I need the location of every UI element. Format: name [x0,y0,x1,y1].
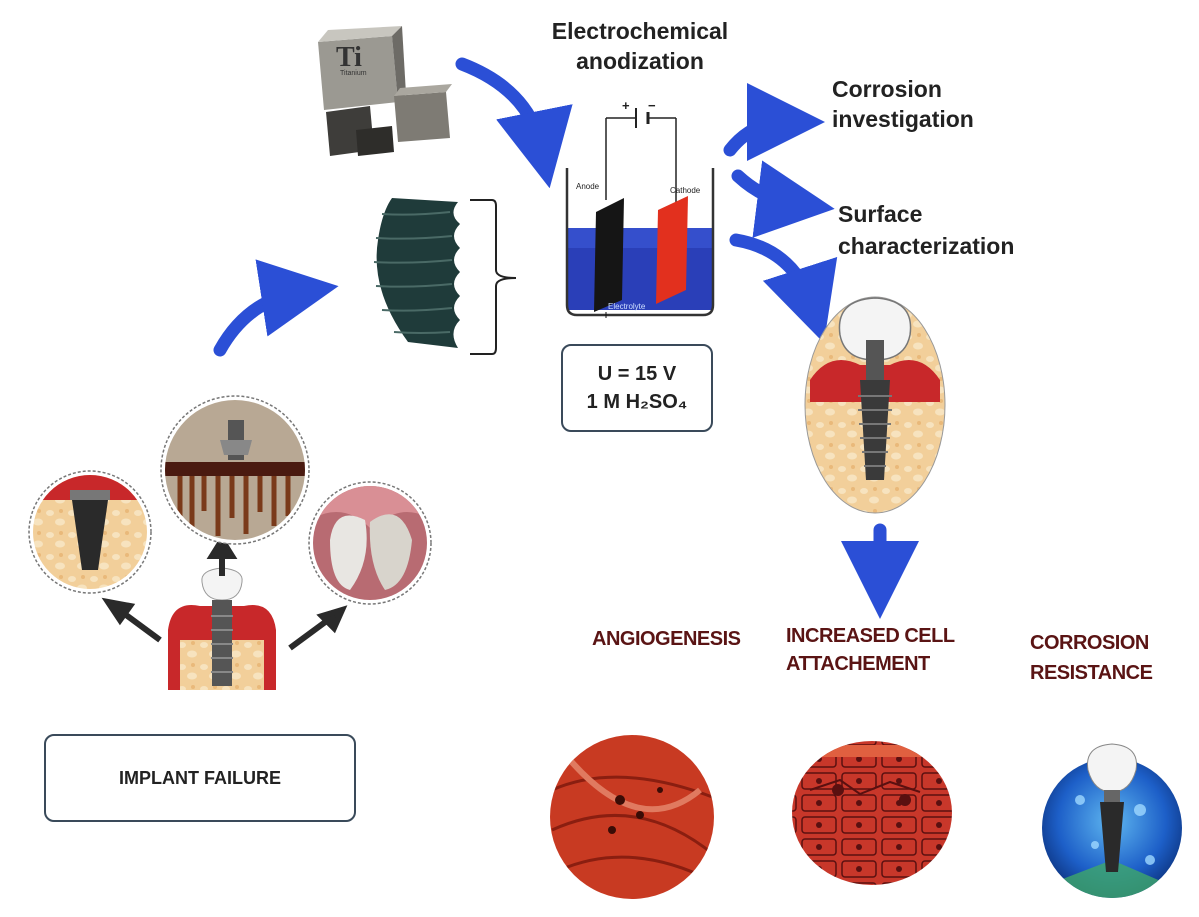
anode-label: Anode [576,182,600,191]
failing-implant-image [168,567,276,690]
conditions-box: U = 15 V 1 M H₂SO₄ [561,344,713,432]
cell-attachment-image [792,741,952,885]
arrow-to-corrosion [723,83,825,162]
failure-circle-right [308,481,432,605]
element-name-label: Titanium [340,70,367,77]
corrosion-resistance-image [1042,743,1182,898]
corrosion-label-line1: Corrosion [832,76,942,102]
process-title-line1: Electrochemical [551,18,729,44]
cathode-label: Cathode [670,186,701,195]
minus-terminal: − [648,98,656,113]
implant-failure-label: IMPLANT FAILURE [119,767,281,788]
implant-thread-image [373,198,517,355]
process-title-line2: anodization [576,48,704,74]
electrolyte-label: Electrolyte [608,302,646,311]
corrosion-investigation-label: Corrosion investigation [832,74,974,134]
outcome-corrosion-resistance: CORROSION RESISTANCE [1030,628,1153,688]
outcome-angiogenesis-line1: ANGIOGENESIS [592,628,741,650]
arrow-ti-to-cell [455,57,573,189]
outcome-angiogenesis: ANGIOGENESIS [592,626,741,652]
healthy-implant-image [804,296,946,514]
arrow-cell-to-implant [729,233,838,344]
failure-circle-middle [160,395,310,545]
arrow-failure-to-thread [213,259,339,357]
voltage-value: U = 15 V [597,363,677,385]
electrochemical-cell [565,108,715,318]
surface-characterization-label: Surface characterization [838,198,1014,262]
process-arrows [213,57,919,619]
outcome-corrosion-line1: CORROSION [1030,632,1149,654]
svg-text:Ti: Ti [336,42,362,73]
plus-terminal: + [622,98,630,113]
surface-label-line2: characterization [838,233,1015,259]
electrolyte-value: 1 M H₂SO₄ [586,391,688,413]
outcome-corrosion-line2: RESISTANCE [1030,662,1153,684]
arrow-to-surface [731,160,835,238]
outcome-cell-line2: ATTACHEMENT [786,653,930,675]
outcome-cell-line1: INCREASED CELL [786,625,955,647]
corrosion-label-line2: investigation [832,106,974,132]
surface-label-line1: Surface [838,201,923,227]
failure-arrows [101,534,348,651]
outcome-cell-attachment: INCREASED CELL ATTACHEMENT [786,622,955,678]
titanium-cubes-image: Ti [318,26,452,156]
implant-failure-box: IMPLANT FAILURE [44,734,356,822]
process-title: Electrochemical anodization [520,16,760,76]
failure-circle-left [28,470,152,594]
angiogenesis-image [550,735,714,899]
